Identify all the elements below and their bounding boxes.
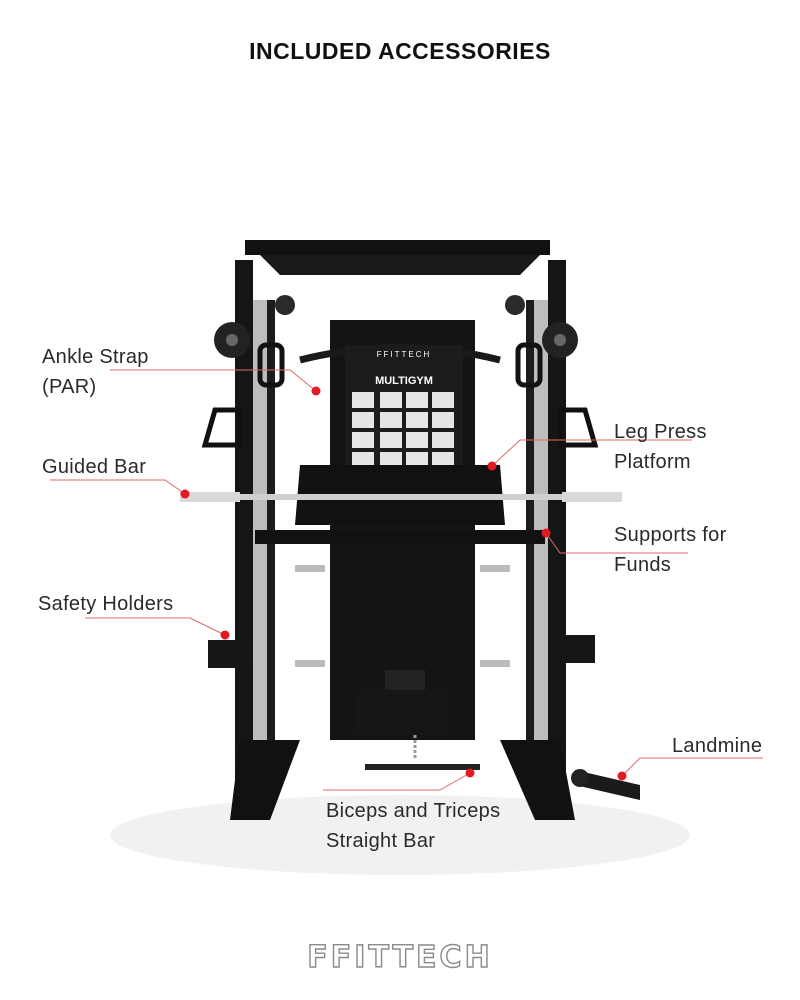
landmine-attachment: [575, 770, 640, 800]
marker-leg-press: [487, 461, 497, 471]
marker-safety-holders: [220, 630, 230, 640]
marker-guided-bar: [180, 489, 190, 499]
left-cable-handle: [201, 407, 243, 448]
biceps-straight-bar: [365, 764, 480, 770]
callout-leaders: [50, 369, 763, 791]
top-crossbar: [245, 240, 550, 255]
callout-markers: [180, 386, 627, 781]
callout-biceps-bar: Biceps and Triceps Straight Bar: [326, 800, 501, 852]
callout-safety-holders: Safety Holders: [38, 593, 174, 615]
left-upright-outer: [235, 260, 253, 820]
panel-title: MULTIGYM: [375, 375, 433, 387]
callout-leg-press: Leg Press Platform: [614, 421, 707, 473]
marker-ankle-strap: [311, 386, 321, 396]
panel-brand: FFITTECH: [377, 350, 432, 359]
right-cable-handle: [557, 407, 599, 448]
callout-guided-bar: Guided Bar: [42, 456, 147, 478]
right-upright-outer: [548, 260, 566, 820]
callout-ankle-strap: Ankle Strap (PAR): [42, 346, 149, 398]
page-title: INCLUDED ACCESSORIES: [249, 38, 551, 64]
marker-supports: [541, 528, 551, 538]
footer-brand-logo: FFITTECH: [307, 939, 493, 975]
guided-bar: [180, 494, 622, 500]
left-safety-holder: [208, 640, 253, 668]
right-safety-holder: [550, 635, 595, 663]
support-crossbar: [255, 530, 545, 544]
marker-biceps-bar: [465, 768, 475, 778]
callout-landmine: Landmine: [672, 735, 763, 757]
callout-supports: Supports for Funds: [614, 524, 727, 576]
marker-landmine: [617, 771, 627, 781]
machine-base: [230, 740, 300, 820]
exercise-chart-grid: [352, 392, 454, 468]
